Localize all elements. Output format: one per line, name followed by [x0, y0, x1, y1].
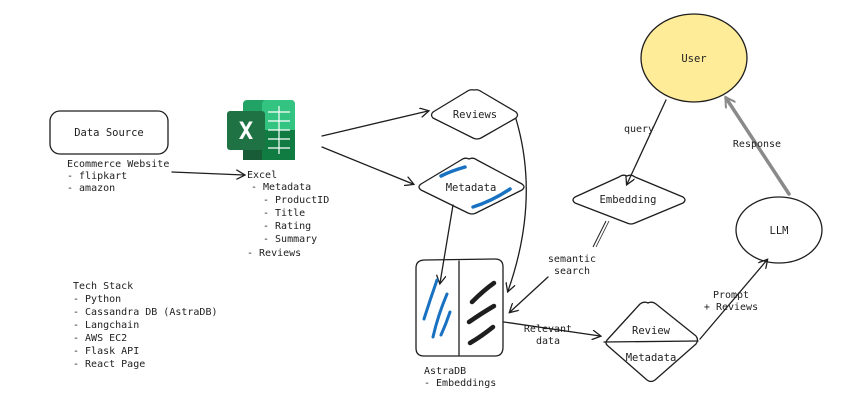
arrow-user-to-embedding [627, 99, 667, 184]
tech-stack-line: Tech Stack [73, 281, 133, 292]
embedding-label: Embedding [600, 194, 657, 206]
tech-stack-line: - Flask API [73, 346, 139, 357]
user-node[interactable]: User [640, 13, 748, 103]
data-source-note: Ecommerce Website [67, 159, 169, 170]
arrow-excel-to-reviews [321, 111, 428, 137]
prompt-label: Prompt [713, 290, 749, 301]
arrow-split-to-llm [699, 260, 767, 340]
arrow-excel-to-metadata [321, 146, 413, 184]
arrow-source-to-excel [171, 172, 244, 175]
llm-node[interactable]: LLM [735, 196, 823, 264]
llm-circle [735, 196, 823, 264]
split-review-label: Review [632, 325, 671, 337]
excel-note: - Rating [263, 221, 311, 232]
split-metadata-label: Metadata [626, 352, 677, 364]
relevant-data-label: Relevant [524, 324, 572, 335]
excel-note: - Metadata [251, 182, 311, 193]
svg-text:X: X [239, 117, 254, 145]
connector-embedding-to-label [595, 220, 610, 248]
reviews-label: Reviews [453, 109, 497, 121]
excel-note: - ProductID [263, 195, 329, 206]
astradb-notes: AstraDB - Embeddings [424, 366, 496, 389]
data-source-box [49, 110, 169, 155]
metadata-node[interactable]: Metadata [418, 157, 525, 215]
excel-notes: Excel - Metadata - ProductID - Title - R… [247, 170, 329, 259]
astradb-node[interactable] [415, 258, 504, 357]
excel-note: - Title [263, 208, 305, 219]
tech-stack-line: - AWS EC2 [73, 333, 127, 344]
data-source-node[interactable]: Data Source [49, 110, 169, 155]
arrow-metadata-to-astradb [440, 204, 454, 283]
split-divider [603, 340, 699, 343]
excel-note: Excel [247, 170, 277, 181]
review-metadata-node[interactable]: Review Metadata [603, 301, 699, 383]
review-metadata-diamond [605, 301, 699, 383]
excel-icon: X [227, 100, 295, 160]
data-source-note: - flipkart [67, 171, 127, 182]
data-source-note: - amazon [67, 183, 115, 194]
reviews-node[interactable]: Reviews [430, 89, 519, 140]
tech-stack-line: - Cassandra DB (AstraDB) [73, 307, 218, 318]
semantic-search-label: search [554, 266, 590, 277]
black-vector-strokes [466, 280, 497, 346]
embedding-node[interactable]: Embedding [572, 174, 686, 225]
user-label: User [681, 53, 706, 65]
arrow-llm-to-user [724, 98, 791, 196]
blue-vector-strokes [422, 278, 452, 339]
prompt-label: + Reviews [704, 302, 758, 313]
embedding-diamond [572, 174, 686, 225]
connector-embedding-to-label [592, 220, 607, 248]
astradb-note: - Embeddings [424, 378, 496, 389]
metadata-label: Metadata [446, 182, 497, 194]
blue-highlight-stroke [439, 165, 467, 178]
relevant-data-label: data [536, 336, 560, 347]
excel-note: - Summary [263, 234, 317, 245]
query-edge-label: query [624, 124, 654, 135]
arrow-search-to-astradb [510, 276, 549, 312]
llm-label: LLM [770, 225, 789, 237]
astradb-note: AstraDB [424, 366, 466, 377]
arrow-astradb-to-split [503, 321, 600, 336]
excel-note: - Reviews [247, 248, 301, 259]
metadata-diamond [418, 157, 525, 215]
tech-stack-line: - Langchain [73, 320, 139, 331]
user-circle [640, 13, 748, 103]
tech-stack-notes: Tech Stack - Python - Cassandra DB (Astr… [73, 281, 218, 370]
arrow-reviews-to-astradb [508, 118, 527, 291]
response-edge-label: Response [733, 139, 781, 150]
astradb-box [415, 258, 504, 357]
data-source-notes: Ecommerce Website - flipkart - amazon [67, 159, 169, 194]
tech-stack-line: - Python [73, 294, 121, 305]
blue-highlight-stroke [471, 187, 512, 209]
data-source-label: Data Source [74, 127, 144, 139]
semantic-search-label: semantic [548, 254, 596, 265]
reviews-diamond [430, 89, 519, 140]
tech-stack-line: - React Page [73, 359, 145, 370]
